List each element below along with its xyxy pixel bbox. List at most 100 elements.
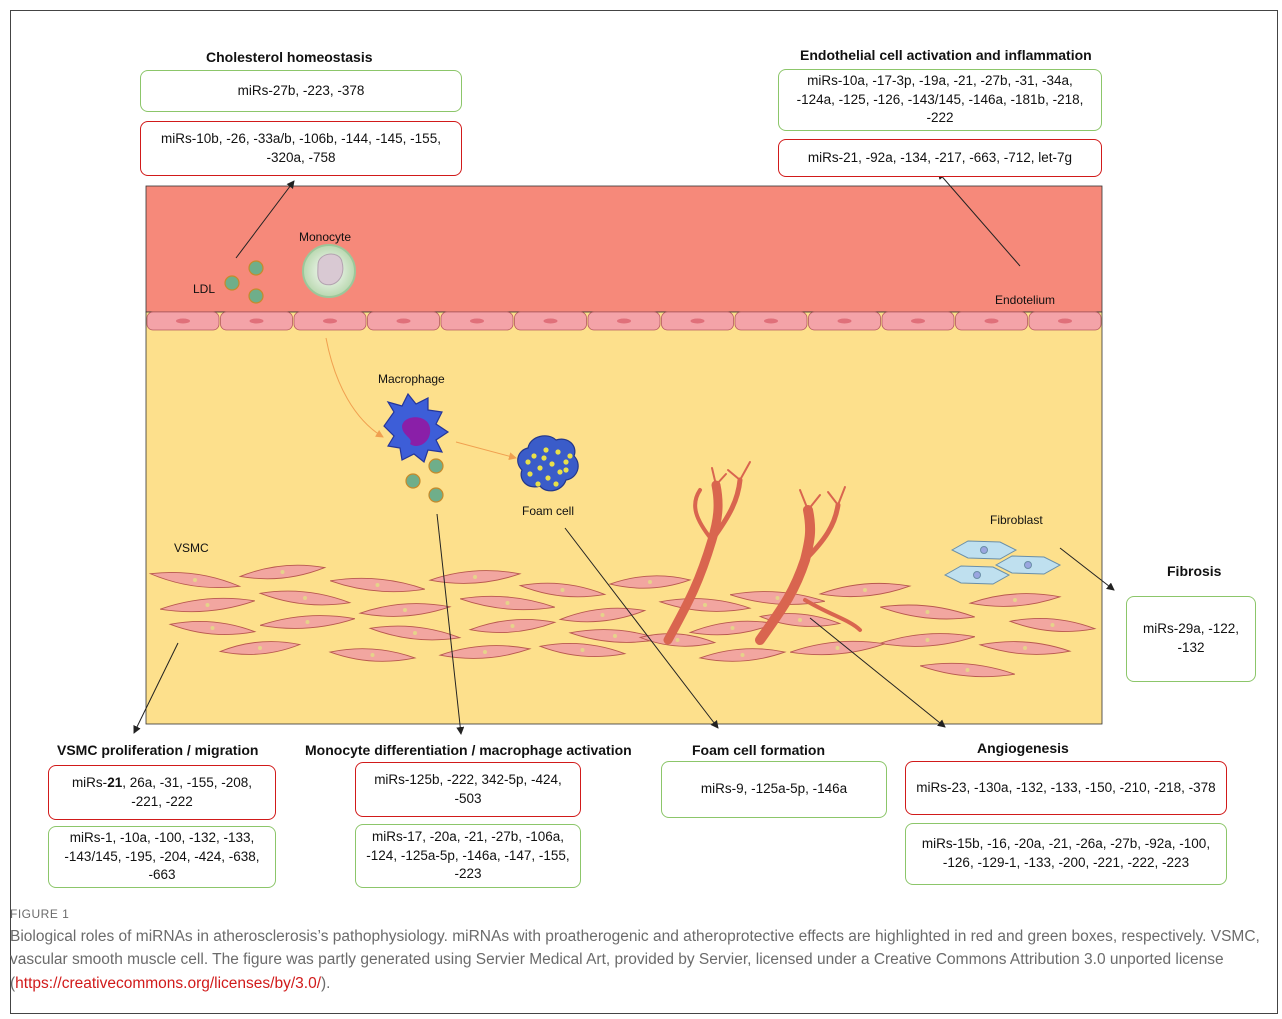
endothelial-red-box: miRs-21, -92a, -134, -217, -663, -712, l… [778, 139, 1102, 177]
fibroblast-label: Fibroblast [990, 513, 1043, 527]
vsmc-red-bold: 21 [107, 774, 123, 790]
foam-cell-label: Foam cell [522, 504, 575, 518]
foam-title: Foam cell formation [692, 742, 826, 758]
endothelial-nucleus [1058, 318, 1072, 324]
foam-arrow [564, 527, 719, 729]
smooth-muscle-nucleus [505, 601, 510, 605]
cholesterol-red-box: miRs-10b, -26, -33a/b, -106b, -144, -145… [140, 121, 462, 176]
endothelial-nucleus [543, 318, 558, 324]
angiogenesis-green-box: miRs-15b, -16, -20a, -21, -26a, -27b, -9… [905, 823, 1227, 885]
smooth-muscle-nucleus [473, 575, 477, 579]
figure-label: FIGURE 1 [10, 907, 70, 921]
angiogenesis-title: Angiogenesis [977, 740, 1069, 756]
lipid-droplet [557, 469, 563, 475]
macrophage-to-foam-arrow [455, 441, 517, 461]
endothelial-arrow [937, 171, 1021, 267]
cholesterol-title: Cholesterol homeostasis [206, 49, 373, 65]
fibrosis-title: Fibrosis [1167, 563, 1222, 579]
smooth-muscle-nucleus [965, 668, 970, 672]
endothelial-nucleus [911, 318, 925, 324]
endothelial-nucleus [837, 318, 852, 324]
monocyte-label: Monocyte [299, 230, 352, 244]
vsmc-cells [148, 564, 1097, 678]
lipid-droplet [543, 447, 549, 453]
lipid-droplet [527, 471, 533, 477]
cholesterol-arrow [235, 180, 295, 259]
lipid-droplet [525, 459, 531, 465]
lipid-droplet [537, 465, 543, 471]
smooth-muscle-nucleus [370, 653, 375, 657]
endothelial-nucleus [690, 318, 705, 324]
monocyte-green-box: miRs-17, -20a, -21, -27b, -106a, -124, -… [355, 824, 581, 888]
caption-text: Biological roles of miRNAs in atheroscle… [10, 928, 1260, 992]
endothelial-nucleus [396, 318, 411, 324]
smooth-muscle-nucleus [1013, 598, 1017, 602]
smooth-muscle-nucleus [835, 646, 840, 650]
smooth-muscle-nucleus [648, 580, 652, 584]
endothelial-title: Endothelial cell activation and inflamma… [800, 47, 1092, 63]
smooth-muscle-nucleus [413, 631, 417, 635]
smooth-muscle-nucleus [483, 650, 487, 654]
lipid-droplet [553, 481, 559, 487]
smooth-muscle-nucleus [798, 618, 802, 622]
endothelium-label: Endotelium [995, 293, 1056, 307]
smooth-muscle-nucleus [600, 613, 605, 617]
endothelium-layer [145, 185, 1103, 313]
intima-layer [145, 311, 1103, 725]
license-link[interactable]: https://creativecommons.org/licenses/by/… [15, 974, 322, 992]
smooth-muscle-nucleus [925, 610, 930, 614]
lipid-droplet [545, 475, 551, 481]
vsmc-green-box: miRs-1, -10a, -100, -132, -133, -143/145… [48, 826, 276, 888]
smooth-muscle-nucleus [375, 583, 380, 587]
macrophage-label: Macrophage [378, 372, 445, 386]
smooth-muscle-nucleus [863, 588, 867, 592]
lipid-droplet [549, 461, 555, 467]
smooth-muscle-nucleus [403, 608, 407, 612]
fibrosis-green-box: miRs-29a, -122, -132 [1126, 596, 1256, 682]
monocyte-title: Monocyte differentiation / macrophage ac… [305, 742, 632, 758]
endothelial-cells [146, 311, 1102, 331]
smooth-muscle-nucleus [510, 624, 515, 628]
vsmc-title: VSMC proliferation / migration [57, 742, 259, 758]
fibrosis-arrow [1059, 547, 1115, 591]
monocyte-migration-arrow [325, 337, 384, 438]
smooth-muscle-nucleus [258, 646, 262, 650]
smooth-muscle-nucleus [210, 626, 215, 630]
smooth-muscle-nucleus [303, 596, 307, 600]
smooth-muscle-nucleus [205, 603, 210, 607]
endothelial-nucleus [984, 318, 999, 324]
figure-caption: Biological roles of miRNAs in atheroscle… [10, 925, 1272, 995]
lipid-droplet [563, 459, 569, 465]
smooth-muscle-nucleus [703, 603, 707, 607]
endothelial-nucleus [764, 318, 778, 324]
monocyte-red-box: miRs-125b, -222, 342-5p, -424, -503 [355, 762, 581, 817]
smooth-muscle-nucleus [740, 653, 745, 657]
angiogenesis-red-box: miRs-23, -130a, -132, -133, -150, -210, … [905, 761, 1227, 815]
smooth-muscle-nucleus [193, 578, 197, 582]
monocyte-cell [302, 244, 356, 298]
smooth-muscle-nucleus [1023, 646, 1027, 650]
lipid-droplet [535, 481, 541, 487]
figure-frame [10, 10, 1278, 1014]
lipid-droplet [555, 449, 561, 455]
smooth-muscle-nucleus [675, 638, 680, 642]
smooth-muscle-nucleus [280, 570, 285, 574]
neovessels [663, 461, 862, 645]
vsmc-red-prefix: miRs- [71, 774, 108, 790]
vsmc-red-rest: , 26a, -31, -155, -208, -221, -222 [122, 774, 253, 809]
foam-green-box: miRs-9, -125a-5p, -146a [661, 761, 887, 818]
smooth-muscle-nucleus [730, 626, 735, 630]
endothelial-nucleus [176, 318, 190, 324]
smooth-muscle-nucleus [580, 648, 585, 652]
smooth-muscle-nucleus [1050, 623, 1055, 627]
lipid-droplet [531, 453, 537, 459]
monocyte-arrow [436, 513, 465, 735]
vsmc-arrow [133, 642, 179, 734]
vsmc-red-box: miRs-21, 26a, -31, -155, -208, -221, -22… [48, 765, 276, 820]
cholesterol-green-box: miRs-27b, -223, -378 [140, 70, 462, 112]
endothelial-nucleus [470, 318, 484, 324]
endothelial-nucleus [617, 318, 631, 324]
angiogenesis-arrow [809, 617, 946, 728]
foam-cell [517, 435, 579, 492]
